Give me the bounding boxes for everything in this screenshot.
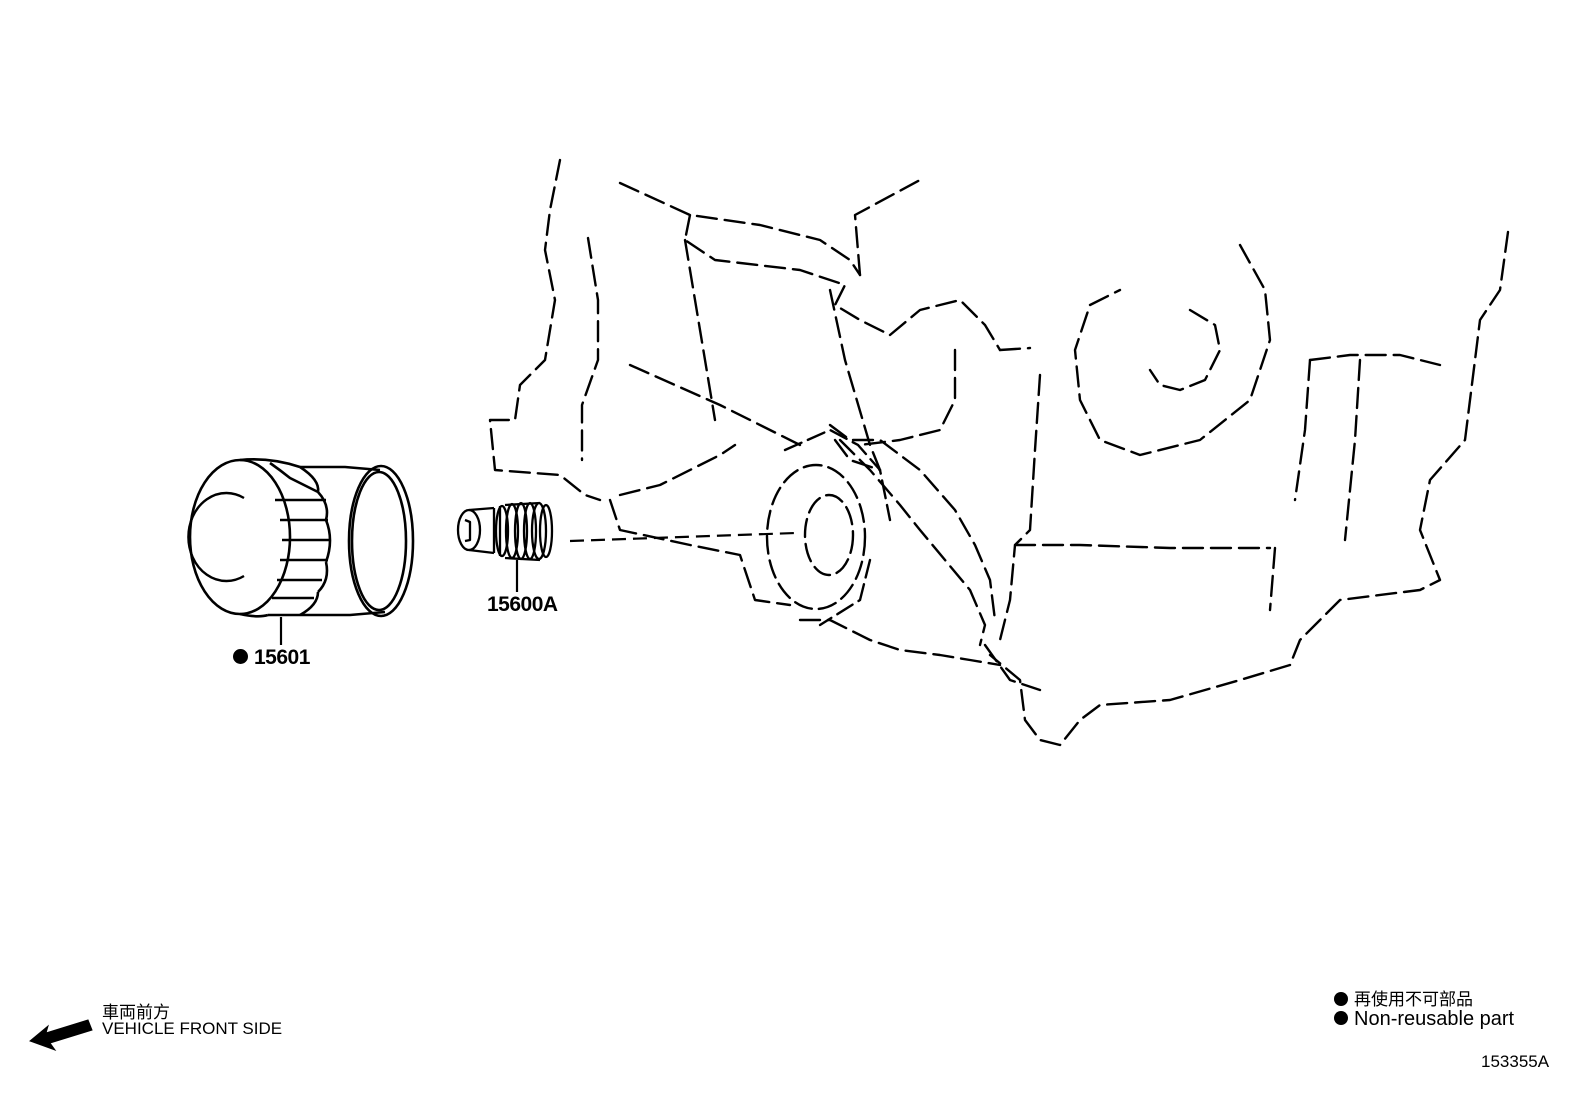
part-label-filter: 15601 — [233, 646, 310, 670]
part-number-15600a: 15600A — [487, 593, 558, 616]
orientation-label-en: VEHICLE FRONT SIDE — [102, 1019, 283, 1038]
oil-filter-union-illustration — [456, 501, 554, 592]
filter-port — [765, 428, 892, 627]
filled-circle-icon — [1334, 1010, 1348, 1025]
part-label-union: 15600A — [487, 593, 558, 617]
legend-en-text: Non-reusable part — [1354, 1008, 1515, 1030]
orientation-label-jp: 車両前方 — [102, 1003, 170, 1022]
legend-jp: 再使用不可部品 — [1334, 985, 1473, 1010]
part-number-15601: 15601 — [254, 646, 310, 669]
oil-filter-illustration — [187, 458, 415, 645]
illustration-id: 153355A — [1481, 1052, 1550, 1071]
legend-en: Non-reusable part — [1334, 1008, 1514, 1031]
filled-circle-icon — [1334, 991, 1348, 1006]
engine-block-outline — [488, 158, 1510, 747]
non-reusable-marker-icon — [233, 648, 248, 664]
legend-jp-text: 再使用不可部品 — [1354, 990, 1473, 1009]
arrow-left-icon — [29, 1019, 93, 1052]
assembly-centerline — [569, 531, 796, 543]
